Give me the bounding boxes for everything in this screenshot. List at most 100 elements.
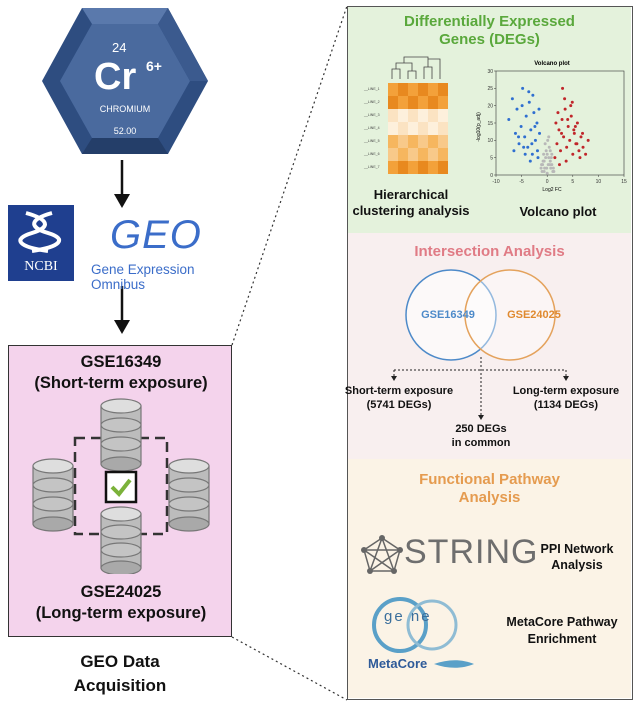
svg-text:__LINE_5: __LINE_5 — [363, 139, 380, 143]
volcano-point — [568, 138, 572, 142]
volcano-point — [579, 135, 583, 139]
svg-text:__LINE_3: __LINE_3 — [363, 113, 380, 117]
heatmap-cell — [398, 161, 408, 174]
volcano-point — [526, 145, 530, 149]
volcano-point — [562, 135, 566, 139]
metacore-gene-text: ge ne — [384, 608, 432, 625]
volcano-point — [539, 166, 543, 170]
volcano-point — [542, 170, 546, 174]
volcano-point — [543, 142, 547, 146]
heatmap-cell — [418, 96, 428, 109]
volcano-point — [557, 128, 561, 132]
y-tick-label: 20 — [487, 103, 493, 109]
volcano-point — [533, 138, 537, 142]
geo-logo-text: GEO — [110, 213, 202, 257]
acquisition-caption-line2: Acquisition — [73, 676, 167, 695]
volcano-point — [528, 159, 532, 163]
volcano-point — [581, 145, 585, 149]
volcano-point — [536, 156, 540, 160]
volcano-point — [530, 152, 534, 156]
volcano-point — [554, 121, 558, 125]
heatmap-label-line2: clustering analysis — [352, 203, 470, 218]
heatmap-cell — [428, 83, 438, 96]
dataset-gse16349-id: GSE16349 — [80, 353, 162, 371]
volcano-point — [564, 159, 568, 163]
volcano-point — [556, 111, 560, 115]
volcano-point — [555, 142, 559, 146]
heatmap-cell — [398, 148, 408, 161]
volcano-point — [527, 100, 531, 104]
metacore-line1: MetaCore Pathway — [506, 615, 618, 629]
heatmap-cell — [398, 122, 408, 135]
volcano-point — [571, 152, 575, 156]
heatmap-cell — [398, 135, 408, 148]
heatmap-cell — [438, 109, 448, 122]
dataset-gse24025-desc: (Long-term exposure) — [35, 604, 207, 622]
volcano-point — [572, 128, 576, 132]
volcano-point — [553, 156, 557, 160]
svg-text:__LINE_4: __LINE_4 — [363, 126, 380, 130]
volcano-point — [535, 121, 539, 125]
data-acquisition-box: GSE16349 (Short-term exposure) — [8, 345, 232, 637]
long-term-line1: Long-term exposure — [512, 385, 620, 397]
functional-section: Functional Pathway Analysis STRING PPI N… — [348, 459, 631, 698]
heatmap-cell — [438, 161, 448, 174]
heatmap-cell — [418, 148, 428, 161]
y-tick-label: 0 — [490, 173, 493, 179]
volcano-point — [537, 107, 541, 111]
short-term-line1: Short-term exposure — [344, 385, 454, 397]
volcano-point — [538, 131, 542, 135]
venn-label-gse24025: GSE24025 — [507, 309, 561, 321]
volcano-point — [560, 118, 564, 122]
volcano-point — [557, 163, 561, 167]
volcano-point — [523, 135, 527, 139]
volcano-point — [569, 104, 573, 108]
heatmap-cell — [408, 83, 418, 96]
volcano-point — [542, 152, 546, 156]
volcano-point — [575, 142, 579, 146]
volcano-point — [549, 166, 553, 170]
short-term-line2: (5741 DEGs) — [366, 399, 432, 411]
ncbi-logo: NCBI — [8, 205, 74, 281]
heatmap-cell — [418, 83, 428, 96]
volcano-point — [513, 131, 517, 135]
heatmap-cell — [428, 135, 438, 148]
volcano-point — [529, 128, 533, 132]
common-line2: in common — [451, 437, 511, 449]
acquisition-caption: GEO Data Acquisition — [8, 650, 232, 698]
metacore-logo-icon — [372, 597, 458, 653]
metacore-logo-text: MetaCore — [368, 656, 428, 671]
hexagon-shape — [42, 8, 208, 154]
volcano-point — [545, 166, 549, 170]
heatmap-cell — [418, 122, 428, 135]
x-tick-label: 15 — [621, 179, 627, 185]
volcano-point — [527, 90, 531, 94]
metacore-label: MetaCore Pathway Enrichment — [496, 614, 628, 648]
element-symbol: Cr — [94, 56, 137, 98]
y-tick-label: 30 — [487, 69, 493, 75]
x-tick-label: 5 — [571, 179, 574, 185]
heatmap-cell — [388, 109, 398, 122]
volcano-point — [517, 135, 521, 139]
volcano-point — [548, 159, 552, 163]
volcano-point — [520, 104, 524, 108]
volcano-point — [545, 152, 549, 156]
heatmap-cell — [438, 96, 448, 109]
volcano-point — [547, 145, 551, 149]
heatmap-cell — [418, 109, 428, 122]
volcano-point — [551, 166, 555, 170]
y-tick-label: 25 — [487, 86, 493, 92]
string-network-icon — [361, 535, 403, 574]
heatmap-cell — [408, 122, 418, 135]
heatmap-cell — [428, 148, 438, 161]
common-line1: 250 DEGs — [455, 423, 507, 435]
volcano-point — [581, 131, 585, 135]
volcano-point — [561, 86, 565, 90]
intersection-title: Intersection Analysis — [414, 243, 565, 260]
intersection-section: Intersection Analysis GSE16349 GSE24025 … — [345, 233, 631, 459]
volcano-point — [549, 156, 553, 160]
atomic-mass: 52.00 — [113, 126, 137, 136]
ppi-label: PPI Network Analysis — [526, 541, 628, 573]
